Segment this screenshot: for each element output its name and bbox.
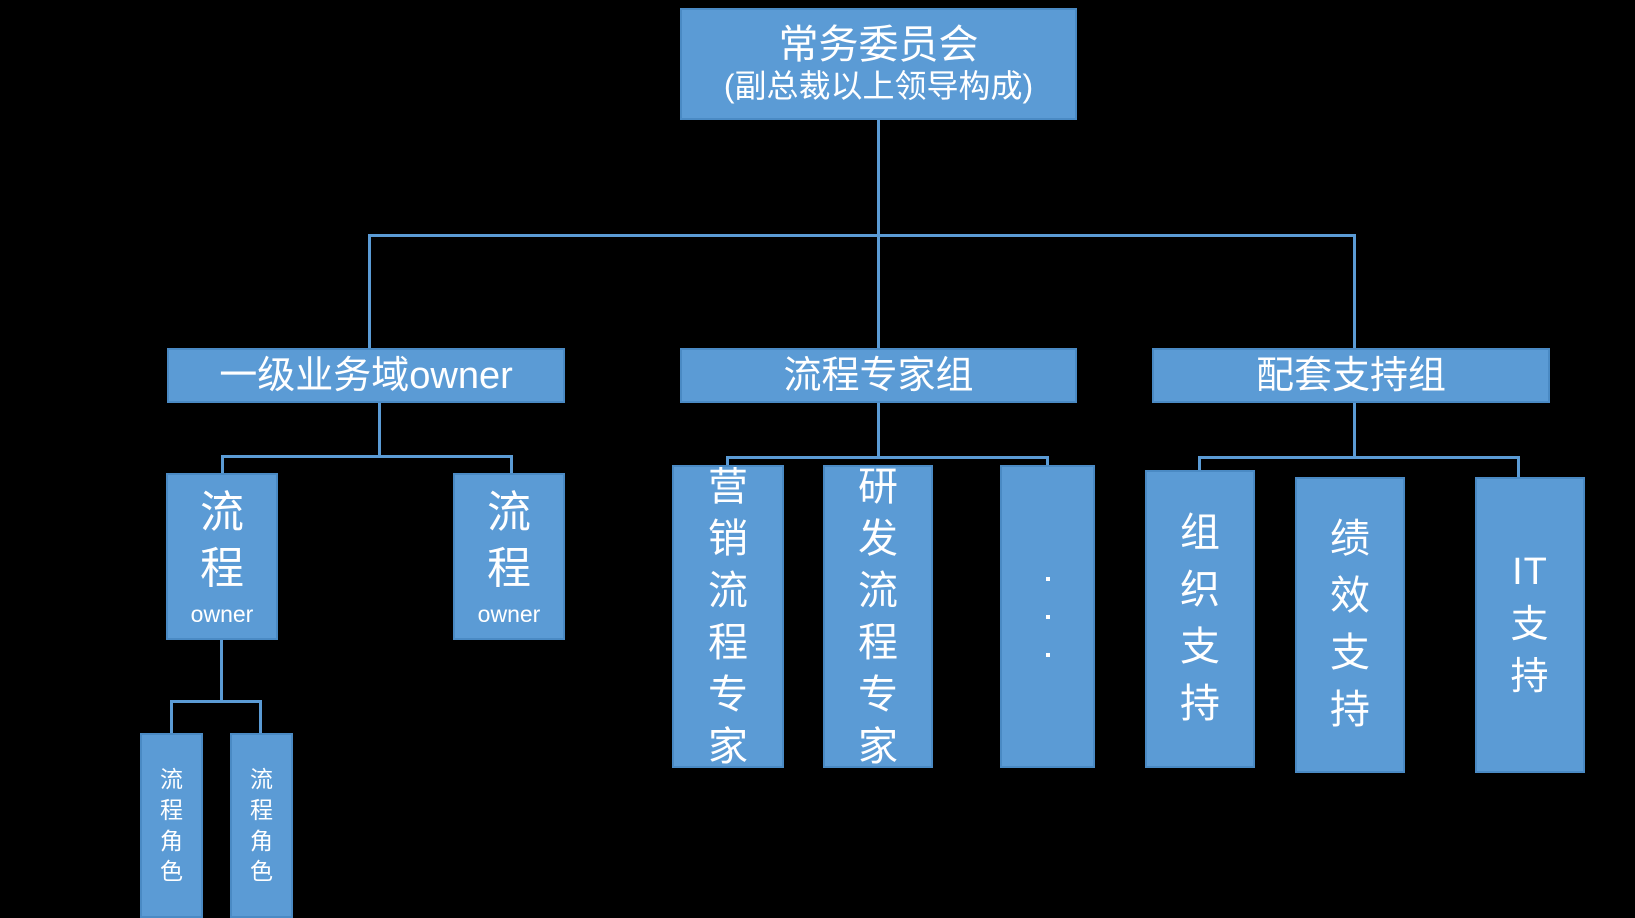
connector-support-drop — [1353, 403, 1356, 458]
connector-bdo-drop — [378, 403, 381, 457]
node-marketing-process-expert-label: 营 销 流 程 专 家 — [708, 465, 748, 768]
char: 流 — [250, 766, 273, 793]
connector-support-drop-3 — [1517, 456, 1520, 477]
node-process-owner-1-sub: owner — [190, 601, 254, 628]
connector-support-drop-1 — [1198, 456, 1201, 477]
connector-bdo-drop-1 — [221, 455, 224, 477]
node-org-support-label: 组 织 支 持 — [1180, 505, 1220, 732]
char: 程 — [160, 796, 183, 823]
vertical-ellipsis-icon — [1045, 560, 1050, 674]
node-process-role-1[interactable]: 流 程 角 色 — [140, 733, 203, 918]
node-process-owner-1[interactable]: 流 程 owner — [166, 473, 278, 640]
node-business-domain-owner[interactable]: 一级业务域owner — [167, 348, 565, 403]
connector-po-drop-2 — [259, 700, 262, 735]
char: 织 — [1180, 568, 1220, 613]
char: 色 — [250, 858, 273, 885]
char: 支 — [1330, 631, 1370, 675]
node-performance-support-label: 绩 效 支 持 — [1330, 511, 1370, 738]
char: 研 — [858, 465, 898, 509]
connector-level2-drop-right — [1353, 234, 1356, 350]
char: 角 — [250, 827, 273, 854]
connector-po-bus — [170, 700, 262, 703]
connector-level2-drop-mid — [877, 234, 880, 350]
connector-level2-drop-left — [368, 234, 371, 350]
char: 绩 — [1330, 517, 1370, 562]
char: 效 — [1330, 574, 1370, 619]
node-it-support[interactable]: IT 支 持 — [1475, 477, 1585, 773]
node-marketing-process-expert[interactable]: 营 销 流 程 专 家 — [672, 465, 784, 768]
node-support-group[interactable]: 配套支持组 — [1152, 348, 1550, 403]
connector-bdo-drop-2 — [510, 455, 513, 477]
char: 销 — [708, 516, 748, 561]
connector-bdo-bus — [221, 455, 513, 458]
char: 流 — [200, 488, 244, 538]
node-business-domain-owner-label: 一级业务域owner — [219, 354, 513, 397]
char: 支 — [1510, 603, 1550, 646]
connector-po-drop-1 — [170, 700, 173, 735]
node-process-role-2-label: 流 程 角 色 — [250, 764, 273, 886]
char: 专 — [708, 672, 748, 717]
char: 程 — [708, 620, 748, 665]
char: 程 — [200, 543, 244, 593]
char: 持 — [1330, 687, 1370, 732]
char: 持 — [1180, 681, 1220, 726]
node-performance-support[interactable]: 绩 效 支 持 — [1295, 477, 1405, 773]
connector-po-drop — [220, 640, 223, 703]
char: 持 — [1510, 656, 1550, 699]
node-org-support[interactable]: 组 织 支 持 — [1145, 470, 1255, 768]
node-standing-committee-title: 常务委员会 — [778, 23, 979, 68]
char: 流 — [708, 568, 748, 613]
char: 家 — [708, 724, 748, 768]
node-support-group-label: 配套支持组 — [1255, 354, 1446, 397]
node-rd-process-expert[interactable]: 研 发 流 程 专 家 — [823, 465, 933, 768]
char: 发 — [858, 516, 898, 561]
connector-level2-bus — [368, 234, 1356, 237]
node-process-expert-group-label: 流程专家组 — [783, 354, 974, 397]
node-expert-more-ellipsis[interactable] — [1000, 465, 1095, 768]
node-process-owner-2-main: 流 程 — [487, 485, 531, 596]
node-standing-committee-subtitle: (副总裁以上领导构成) — [723, 68, 1034, 104]
node-process-owner-2-sub: owner — [477, 601, 541, 628]
node-standing-committee[interactable]: 常务委员会 (副总裁以上领导构成) — [680, 8, 1077, 120]
char: 程 — [858, 620, 898, 665]
char: 程 — [250, 796, 273, 823]
char: 流 — [858, 568, 898, 613]
node-rd-process-expert-label: 研 发 流 程 专 家 — [858, 465, 898, 768]
node-process-owner-1-main: 流 程 — [200, 485, 244, 596]
char: 营 — [708, 465, 748, 509]
connector-support-bus — [1198, 456, 1520, 459]
char: 组 — [1180, 511, 1220, 556]
connector-expert-drop — [877, 403, 880, 458]
connector-expert-bus — [726, 456, 1049, 459]
char: 专 — [858, 672, 898, 717]
node-process-role-2[interactable]: 流 程 角 色 — [230, 733, 293, 918]
char: 流 — [160, 766, 183, 793]
it-abbrev: IT — [1512, 551, 1548, 594]
node-process-owner-2[interactable]: 流 程 owner — [453, 473, 565, 640]
char: 色 — [160, 858, 183, 885]
char: 角 — [160, 827, 183, 854]
char: 流 — [487, 488, 531, 538]
node-it-support-label: IT 支 持 — [1510, 546, 1549, 703]
connector-root-drop — [877, 120, 880, 237]
node-process-expert-group[interactable]: 流程专家组 — [680, 348, 1077, 403]
char: 程 — [487, 543, 531, 593]
char: 家 — [858, 724, 898, 768]
char: 支 — [1180, 625, 1220, 669]
node-process-role-1-label: 流 程 角 色 — [160, 764, 183, 886]
